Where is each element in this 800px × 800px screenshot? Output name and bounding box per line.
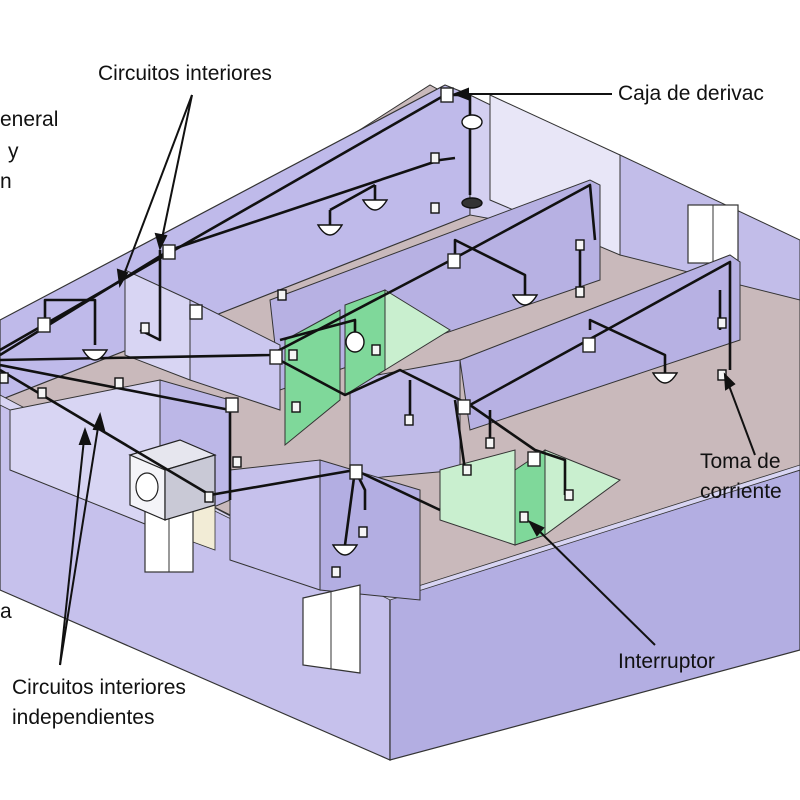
junction-box-icon: [527, 451, 541, 467]
ceiling-lamp-icon: [316, 224, 344, 236]
leader-lines: [59, 87, 756, 666]
window-icon: [687, 204, 739, 264]
label-left-a: a: [0, 600, 12, 623]
outlet-icon: [0, 372, 9, 384]
wire-small-1: [408, 380, 492, 471]
arrowhead: [116, 268, 129, 289]
junction-boxes: [37, 87, 596, 480]
outlet-icon: [717, 317, 727, 329]
outlet-icon: [37, 387, 47, 399]
junction-box-icon: [189, 304, 203, 320]
arrowhead: [92, 411, 106, 432]
main-wire-upper: [0, 156, 456, 357]
outlet-icon: [331, 566, 341, 578]
outlets: [0, 152, 727, 578]
junction-box-icon: [440, 87, 454, 103]
label-toma-line1: Toma de: [700, 450, 781, 473]
leader-interruptor: [529, 521, 656, 646]
label-general-line1: eneral: [0, 108, 59, 131]
label-caja-derivacion: Caja de derivac: [618, 82, 764, 105]
outlet-icon: [404, 414, 414, 426]
leader-toma: [724, 374, 756, 456]
arrowhead: [527, 519, 545, 537]
outlet-icon: [371, 344, 381, 356]
leader-independientes-2: [59, 429, 86, 666]
outlet-icon: [430, 152, 440, 164]
window-icon: [144, 509, 194, 573]
label-interruptor: Interruptor: [618, 650, 715, 673]
ceiling-lamp-icon: [345, 331, 365, 353]
outlet-icon: [288, 349, 298, 361]
outlet-icon: [140, 322, 150, 334]
house-structure: [0, 84, 800, 761]
washing-machine-icon: [128, 439, 217, 521]
outlet-icon: [291, 401, 301, 413]
junction-box-icon: [582, 337, 596, 353]
leader-independientes-1: [59, 414, 101, 666]
outlet-icon: [232, 456, 242, 468]
arrowhead: [78, 427, 92, 445]
outlet-icon: [564, 489, 574, 501]
outlet-icon: [277, 289, 287, 301]
label-independientes-line1: Circuitos interiores: [12, 676, 186, 699]
outlet-icon: [485, 437, 495, 449]
label-general-line2: y: [8, 140, 19, 163]
junction-box-icon: [269, 349, 283, 365]
arrowhead: [154, 232, 168, 251]
label-toma-line2: corriente: [700, 480, 782, 503]
ceiling-lamp-icon: [461, 197, 483, 209]
door-light-2: [439, 449, 516, 546]
leader-circuitos-1: [159, 94, 193, 249]
wire-right-room: [469, 403, 567, 495]
outlet-icon: [519, 511, 529, 523]
outlet-icon: [575, 239, 585, 251]
ceiling-lamp-icon: [81, 349, 109, 361]
junction-box-icon: [457, 399, 471, 415]
wire-room-3: [588, 318, 667, 375]
outlet-icon: [114, 377, 124, 389]
outlet-icon: [430, 202, 440, 214]
inner-wall-d: [319, 459, 421, 601]
leader-circuitos-2: [119, 94, 193, 286]
outlet-icon: [462, 464, 472, 476]
ceiling-lamps: [81, 114, 679, 556]
door-light-1: [384, 289, 451, 371]
label-general-line3: n: [0, 170, 12, 193]
arrowhead: [723, 372, 736, 391]
junction-box-icon: [225, 397, 239, 413]
wire-room-2: [453, 238, 527, 295]
ceiling-lamp-icon: [331, 544, 359, 556]
window-icon: [302, 584, 361, 674]
junction-box-icon: [349, 464, 363, 480]
junction-box-icon: [447, 253, 461, 269]
label-independientes-line2: independientes: [12, 706, 155, 729]
partition-wall-2: [459, 254, 741, 431]
junction-box-icon: [162, 244, 176, 260]
wire-lower: [269, 260, 732, 407]
ceiling-lamp-icon: [511, 294, 539, 306]
ceiling-lamp-icon: [461, 114, 483, 130]
wire-branch-1: [43, 298, 97, 345]
wire-front-long: [0, 368, 441, 512]
outlet-icon: [358, 526, 368, 538]
ceiling-lamp-icon: [361, 199, 389, 211]
ceiling-lamp-icon: [651, 372, 679, 384]
outlet-icon: [575, 286, 585, 298]
wire-to-lamps-1: [328, 183, 377, 225]
arrowhead: [452, 87, 469, 101]
junction-box-icon: [37, 317, 51, 333]
label-circuitos-interiores: Circuitos interiores: [98, 62, 272, 85]
outlet-icon: [204, 491, 214, 503]
